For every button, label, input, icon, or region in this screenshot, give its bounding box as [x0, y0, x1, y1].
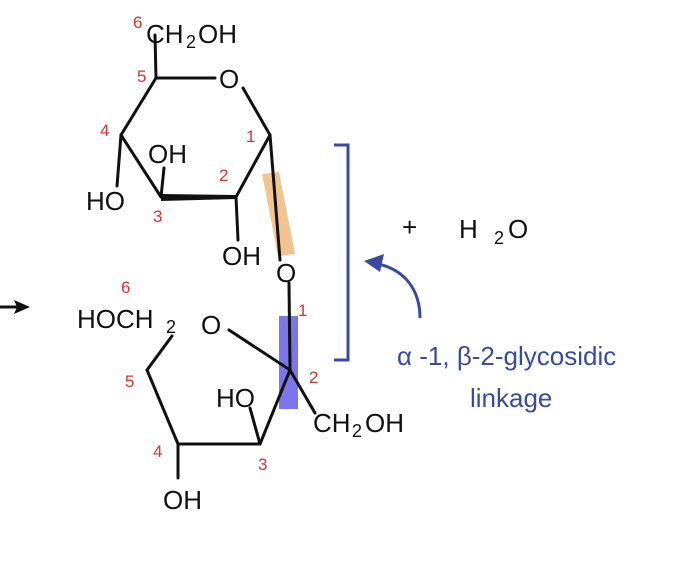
water-h: H [459, 214, 478, 244]
fructose-c1-oh: OH [365, 408, 404, 438]
water-o: O [508, 214, 528, 244]
linkage-label-line2: linkage [470, 383, 552, 413]
fructose-ring-oxygen: O [201, 310, 221, 340]
glucose-c2-number: 2 [219, 166, 228, 185]
fructose-c2-number: 2 [309, 368, 318, 387]
bracket-icon [334, 143, 350, 362]
glycosidic-bond [287, 281, 292, 372]
glucose-c6-number: 6 [133, 13, 142, 32]
glucose-c2-oh: OH [222, 241, 261, 271]
fructose-c6-number: 6 [121, 278, 130, 297]
reaction-arrow-icon [0, 300, 30, 314]
linkage-label-line1: α -1, β-2-glycosidic [397, 341, 616, 371]
glucose-c4-ho: HO [86, 186, 125, 216]
curved-arrow-icon [364, 254, 422, 319]
glucose-c3-number: 3 [153, 207, 162, 226]
water-sub: 2 [494, 228, 504, 248]
fructose-c3-number: 3 [258, 455, 267, 474]
glucose-c3-oh: OH [148, 139, 187, 169]
fructose-c1-number: 1 [298, 301, 307, 320]
glucose-c6-ch: CH [146, 19, 184, 49]
fructose-c1-sub: 2 [352, 421, 362, 441]
glucose-c5-number: 5 [137, 67, 146, 86]
bridge-oxygen: O [276, 258, 296, 288]
fructose-c4-number: 4 [153, 442, 162, 461]
fructose-c3-ho: HO [216, 383, 255, 413]
fructose-c6-hoch: HOCH [77, 304, 154, 334]
fructose-c6-sub: 2 [166, 317, 176, 337]
plus-sign: + [402, 212, 417, 242]
fructose-c4-oh: OH [163, 485, 202, 515]
glucose-c6-sub: 2 [186, 32, 196, 52]
glucose-ring-oxygen: O [219, 64, 239, 94]
fructose-c1-ch: CH [313, 408, 351, 438]
fructose-c5-number: 5 [125, 372, 134, 391]
fructose-ring [145, 328, 317, 480]
glucose-ring [115, 33, 282, 262]
glucose-c6-oh: OH [198, 19, 237, 49]
glucose-c1-number: 1 [246, 127, 255, 146]
glucose-c4-number: 4 [100, 121, 109, 140]
alpha-bond-highlight [262, 172, 295, 256]
